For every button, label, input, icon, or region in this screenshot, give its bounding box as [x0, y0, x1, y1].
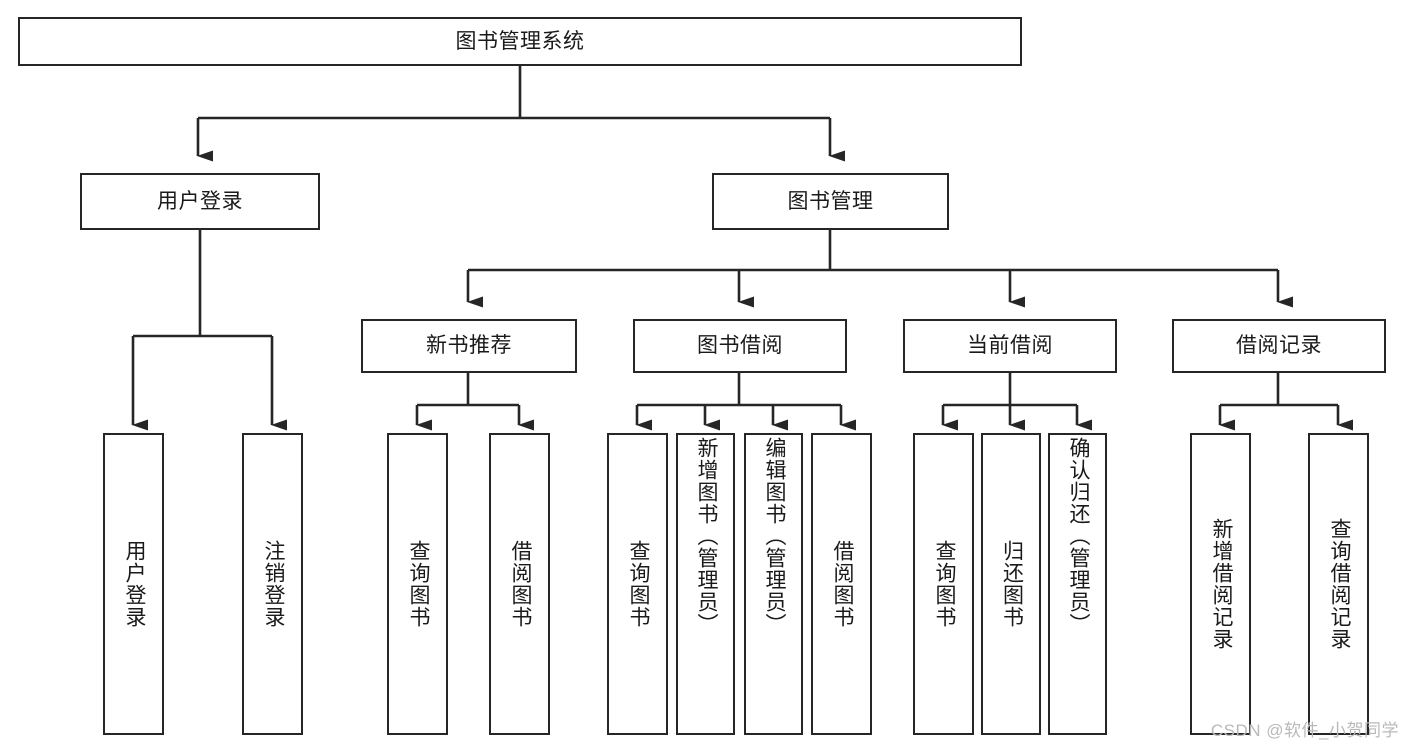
leaf-user-login-1[interactable]: 注销登录 — [242, 433, 303, 735]
leaf-new-book-1[interactable]: 借阅图书 — [489, 433, 550, 735]
leaf-current-0-label: 查询图书 — [932, 540, 956, 628]
leaf-user-login-0-label: 用户登录 — [122, 540, 146, 628]
node-book-borrow[interactable]: 图书借阅 — [633, 319, 847, 373]
leaf-record-0-label: 新增借阅记录 — [1209, 518, 1233, 650]
leaf-current-1-label: 归还图书 — [1000, 540, 1024, 628]
node-borrow-record[interactable]: 借阅记录 — [1172, 319, 1386, 373]
leaf-user-login-1-label: 注销登录 — [261, 540, 285, 628]
node-new-book-recommend-label: 新书推荐 — [426, 334, 512, 358]
leaf-record-1-label: 查询借阅记录 — [1327, 518, 1351, 650]
node-root[interactable]: 图书管理系统 — [18, 17, 1022, 66]
leaf-borrow-2-label: 编辑图书（管理员） — [762, 437, 786, 635]
leaf-borrow-1[interactable]: 新增图书（管理员） — [676, 433, 735, 735]
leaf-new-book-0[interactable]: 查询图书 — [387, 433, 448, 735]
node-current-borrow[interactable]: 当前借阅 — [903, 319, 1117, 373]
leaf-record-0[interactable]: 新增借阅记录 — [1190, 433, 1251, 735]
leaf-borrow-0[interactable]: 查询图书 — [607, 433, 668, 735]
leaf-borrow-3-label: 借阅图书 — [830, 540, 854, 628]
leaf-current-2-label: 确认归还（管理员） — [1066, 437, 1090, 635]
leaf-new-book-1-label: 借阅图书 — [508, 540, 532, 628]
leaf-record-1[interactable]: 查询借阅记录 — [1308, 433, 1369, 735]
node-current-borrow-label: 当前借阅 — [967, 334, 1053, 358]
leaf-current-2[interactable]: 确认归还（管理员） — [1048, 433, 1107, 735]
node-user-login-label: 用户登录 — [157, 189, 243, 213]
leaf-current-0[interactable]: 查询图书 — [913, 433, 974, 735]
node-root-label: 图书管理系统 — [455, 29, 585, 53]
leaf-user-login-0[interactable]: 用户登录 — [103, 433, 164, 735]
node-book-borrow-label: 图书借阅 — [697, 334, 783, 358]
node-borrow-record-label: 借阅记录 — [1236, 334, 1322, 358]
leaf-borrow-3[interactable]: 借阅图书 — [811, 433, 872, 735]
node-book-management[interactable]: 图书管理 — [712, 173, 949, 230]
leaf-borrow-2[interactable]: 编辑图书（管理员） — [744, 433, 803, 735]
leaf-borrow-1-label: 新增图书（管理员） — [694, 437, 718, 635]
node-book-management-label: 图书管理 — [787, 189, 874, 213]
node-user-login[interactable]: 用户登录 — [80, 173, 320, 230]
leaf-new-book-0-label: 查询图书 — [406, 540, 430, 628]
leaf-current-1[interactable]: 归还图书 — [981, 433, 1041, 735]
leaf-borrow-0-label: 查询图书 — [626, 540, 650, 628]
node-new-book-recommend[interactable]: 新书推荐 — [361, 319, 577, 373]
